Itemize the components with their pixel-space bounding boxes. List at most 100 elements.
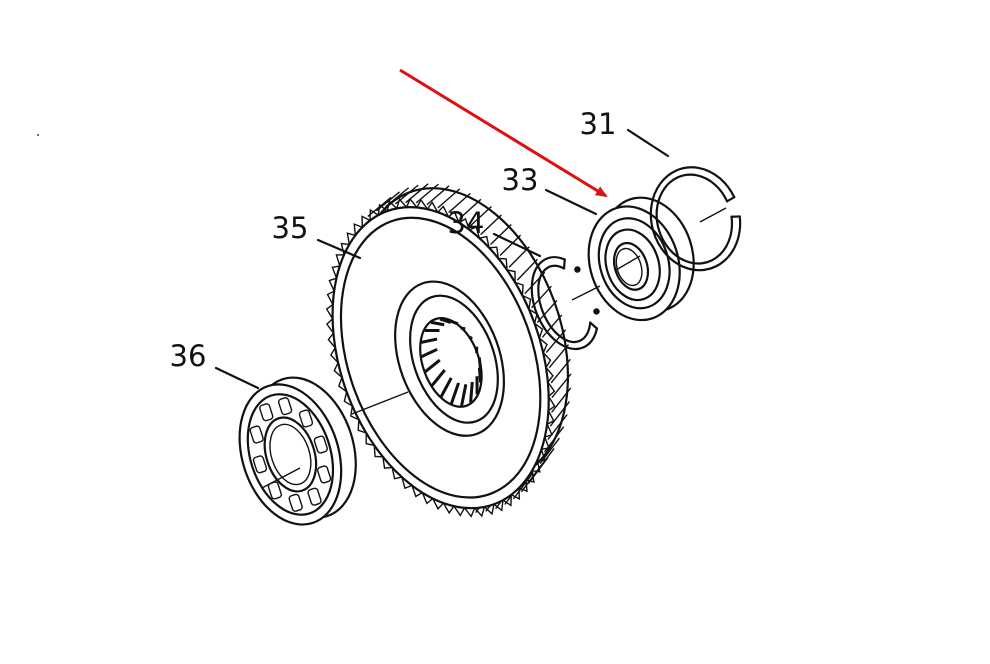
gear-tooth bbox=[346, 232, 356, 245]
gear-tooth-face bbox=[549, 401, 570, 427]
gear-tooth bbox=[458, 217, 471, 231]
gear-tooth bbox=[337, 377, 348, 393]
stray-dot bbox=[37, 134, 39, 136]
gear-tooth bbox=[538, 337, 548, 353]
gear-tooth bbox=[411, 485, 423, 498]
bore-splines bbox=[420, 317, 483, 407]
spline bbox=[424, 328, 440, 333]
part-31-retaining-ring bbox=[649, 166, 742, 272]
gear-tooth bbox=[386, 200, 398, 212]
gear-tooth bbox=[484, 504, 495, 516]
gear-tooth bbox=[396, 197, 408, 209]
gear-tooth bbox=[373, 445, 383, 458]
gear-tooth bbox=[506, 269, 516, 283]
callout-36: 36 bbox=[170, 339, 207, 373]
gear-tooth bbox=[335, 254, 345, 267]
gear-tooth bbox=[469, 226, 481, 239]
gear-tooth-face bbox=[490, 223, 512, 245]
gear-tooth bbox=[518, 479, 528, 493]
gear-tooth-face bbox=[415, 183, 439, 204]
spline bbox=[420, 337, 438, 344]
gear-tooth bbox=[537, 449, 546, 462]
part-33-ball-bearing bbox=[587, 196, 695, 322]
gear-tooth-face bbox=[448, 192, 471, 214]
roller bbox=[316, 465, 332, 484]
gear-tooth bbox=[544, 423, 553, 438]
gear-tooth bbox=[391, 467, 403, 480]
gear-tooth bbox=[493, 500, 504, 512]
callout-35: 35 bbox=[272, 211, 309, 245]
gear-tooth bbox=[541, 436, 550, 450]
gear-tooth-face bbox=[480, 214, 502, 236]
gear-tooth-face bbox=[531, 285, 552, 309]
gear-tooth bbox=[377, 203, 388, 216]
leader-34 bbox=[492, 232, 542, 258]
gear-tooth bbox=[369, 208, 379, 221]
gear-tooth-face bbox=[551, 373, 572, 399]
spline bbox=[460, 384, 468, 407]
spline bbox=[439, 317, 452, 324]
gear-tooth bbox=[547, 396, 556, 412]
spline bbox=[420, 347, 438, 359]
gear-tooth bbox=[432, 498, 444, 511]
gear-tooth bbox=[421, 492, 434, 505]
gear-tooth-face bbox=[536, 299, 558, 323]
spline bbox=[449, 319, 459, 326]
gear-tooth bbox=[474, 506, 486, 518]
gear-tooth bbox=[534, 322, 544, 339]
gear-tooth bbox=[333, 362, 343, 378]
gear-tooth bbox=[327, 332, 336, 349]
gear-tooth bbox=[401, 476, 413, 490]
spline bbox=[430, 320, 445, 327]
gear-tooth bbox=[453, 505, 466, 517]
gear-tooth-face bbox=[527, 457, 549, 485]
gear-tooth-face bbox=[541, 314, 563, 338]
highlight-arrow bbox=[399, 68, 608, 198]
roller bbox=[277, 397, 293, 416]
gear-tooth bbox=[365, 432, 375, 447]
gear-tooth bbox=[326, 290, 335, 305]
gear-tooth bbox=[357, 419, 367, 434]
gear-tooth-face bbox=[548, 344, 570, 369]
gear-tooth-face bbox=[437, 188, 461, 209]
gear-tooth bbox=[328, 277, 337, 292]
spline bbox=[439, 377, 453, 398]
spline bbox=[477, 357, 482, 369]
spline bbox=[475, 376, 479, 395]
gear-tooth bbox=[353, 223, 363, 236]
spline bbox=[475, 346, 479, 354]
gear-tooth-face bbox=[516, 258, 538, 281]
gear-tooth bbox=[426, 201, 439, 213]
gear-tooth bbox=[525, 470, 535, 484]
roller bbox=[313, 435, 328, 454]
gear-tooth bbox=[463, 507, 476, 518]
gear-tooth bbox=[325, 304, 334, 320]
gear-tooth-face bbox=[512, 472, 534, 500]
spline bbox=[468, 335, 473, 341]
leader-33 bbox=[544, 188, 598, 216]
spline bbox=[477, 367, 483, 383]
callout-33: 33 bbox=[502, 163, 539, 197]
gear-tooth bbox=[531, 460, 541, 473]
part-34-snap-ring bbox=[530, 256, 600, 351]
roller bbox=[298, 409, 314, 428]
gear-tooth bbox=[498, 257, 508, 271]
gear-teeth bbox=[325, 197, 556, 518]
roller bbox=[288, 493, 303, 512]
gear-tooth-face bbox=[539, 437, 560, 465]
part-35-gear bbox=[325, 183, 572, 518]
spline bbox=[469, 381, 474, 403]
callout-31: 31 bbox=[580, 107, 617, 141]
gear-tooth bbox=[542, 352, 552, 368]
roller bbox=[252, 455, 268, 474]
leader-lines bbox=[214, 128, 670, 390]
leader-35 bbox=[316, 238, 362, 260]
gear-tooth-face bbox=[459, 198, 482, 220]
gear-tooth bbox=[448, 210, 460, 223]
roller bbox=[259, 403, 274, 422]
gear-tooth bbox=[350, 405, 360, 421]
gear-tooth bbox=[502, 494, 512, 507]
gear-tooth bbox=[437, 205, 450, 218]
gear-tooth-face bbox=[376, 191, 401, 212]
